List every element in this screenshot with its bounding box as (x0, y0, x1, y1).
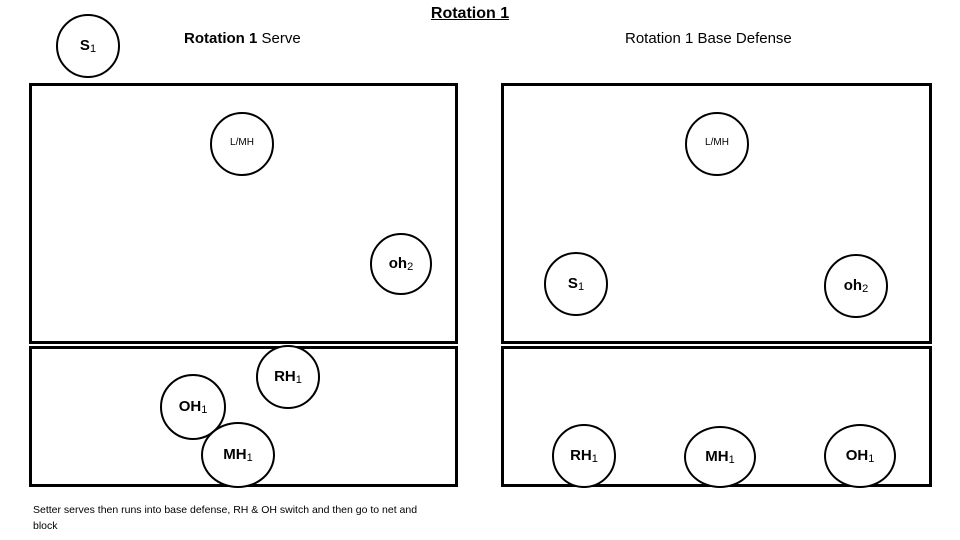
server-indicator-circle[interactable]: S1 (56, 14, 120, 78)
caption-line-2: block (33, 519, 58, 532)
player-circle-rh1-serve[interactable]: RH1 (256, 345, 320, 409)
slide-title: Rotation 1 (430, 5, 510, 22)
player-circle-lmh-serve[interactable]: L/MH (210, 112, 274, 176)
player-circle-lmh-base[interactable]: L/MH (685, 112, 749, 176)
serve-heading: Rotation 1 Serve (184, 30, 301, 47)
caption: Setter serves then runs into base defens… (33, 503, 417, 535)
player-circle-mh1-serve[interactable]: MH1 (201, 422, 275, 488)
server-indicator-label: S1 (79, 36, 97, 55)
player-circle-oh2-base[interactable]: oh2 (824, 254, 888, 318)
player-circle-rh1-base[interactable]: RH1 (552, 424, 616, 488)
caption-line-1: Setter serves then runs into base defens… (33, 504, 418, 516)
base-defense-heading: Rotation 1 Base Defense (625, 30, 792, 47)
player-circle-mh1-base[interactable]: MH1 (684, 426, 756, 488)
player-circle-s1-base[interactable]: S1 (544, 252, 608, 316)
player-circle-oh2-serve[interactable]: oh2 (370, 233, 432, 295)
player-circle-oh1-base[interactable]: OH1 (824, 424, 896, 488)
